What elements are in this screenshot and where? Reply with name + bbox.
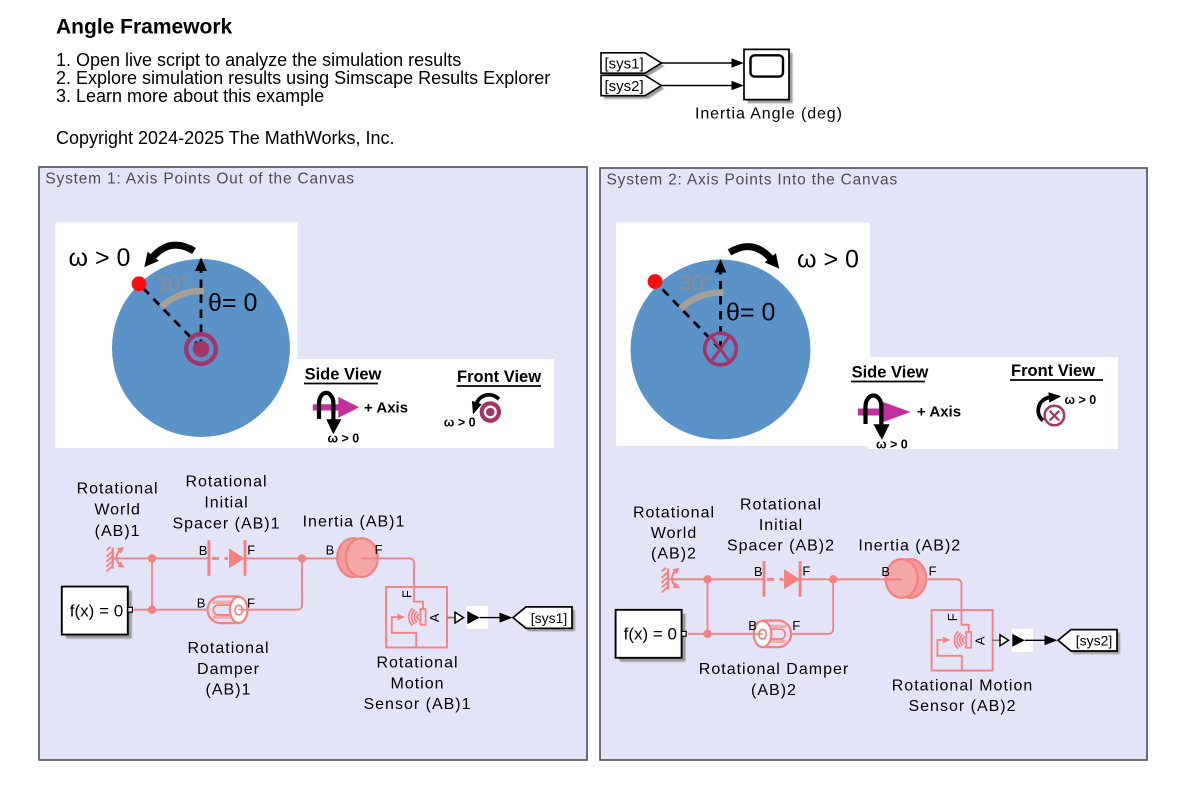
svg-text:B: B bbox=[748, 618, 757, 633]
svg-text:[sys2]: [sys2] bbox=[605, 78, 644, 95]
svg-text:2. Explore simulation results: 2. Explore simulation results using Sims… bbox=[56, 68, 550, 88]
svg-text:(AB)1: (AB)1 bbox=[206, 682, 252, 699]
svg-text:B: B bbox=[326, 542, 335, 557]
svg-text:Front View: Front View bbox=[1011, 362, 1095, 380]
svg-text:F: F bbox=[945, 613, 960, 621]
svg-text:Spacer (AB)1: Spacer (AB)1 bbox=[172, 516, 280, 533]
svg-text:f(x) = 0: f(x) = 0 bbox=[624, 625, 677, 644]
svg-text:Motion: Motion bbox=[390, 675, 444, 692]
svg-text:A: A bbox=[972, 636, 987, 645]
svg-text:F: F bbox=[247, 542, 255, 557]
svg-text:f(x) = 0: f(x) = 0 bbox=[70, 601, 123, 620]
svg-text:F: F bbox=[247, 595, 255, 610]
svg-text:B: B bbox=[754, 564, 763, 579]
svg-text:Initial: Initial bbox=[204, 495, 248, 512]
svg-text:World: World bbox=[94, 502, 141, 519]
svg-text:ω > 0: ω > 0 bbox=[444, 416, 476, 430]
svg-text:B: B bbox=[197, 596, 206, 611]
svg-text:System 2: Axis Points Into the: System 2: Axis Points Into the Canvas bbox=[607, 171, 899, 188]
svg-text:F: F bbox=[375, 542, 383, 557]
svg-text:Front View: Front View bbox=[457, 368, 541, 386]
svg-text:+ Axis: + Axis bbox=[917, 404, 961, 421]
svg-text:Side View: Side View bbox=[305, 366, 382, 384]
svg-text:(AB)2: (AB)2 bbox=[651, 545, 697, 562]
svg-text:Rotational: Rotational bbox=[740, 496, 822, 513]
svg-text:F: F bbox=[792, 618, 800, 633]
svg-text:30°: 30° bbox=[680, 271, 713, 296]
svg-text:Side View: Side View bbox=[852, 364, 929, 382]
svg-text:Rotational: Rotational bbox=[633, 504, 715, 521]
svg-text:3. Learn more about this examp: 3. Learn more about this example bbox=[56, 86, 324, 106]
svg-text:Rotational Motion: Rotational Motion bbox=[892, 677, 1034, 694]
svg-text:F: F bbox=[929, 564, 937, 579]
svg-text:ω > 0: ω > 0 bbox=[328, 432, 360, 446]
svg-text:Spacer (AB)2: Spacer (AB)2 bbox=[727, 538, 835, 555]
svg-text:1. Open live script to analyze: 1. Open live script to analyze the simul… bbox=[56, 50, 461, 70]
svg-text:Inertia Angle (deg): Inertia Angle (deg) bbox=[695, 105, 843, 122]
svg-text:(AB)1: (AB)1 bbox=[95, 523, 141, 540]
svg-text:+ Axis: + Axis bbox=[364, 400, 408, 417]
svg-text:Angle Framework: Angle Framework bbox=[56, 16, 233, 39]
svg-text:B: B bbox=[199, 543, 208, 558]
svg-text:B: B bbox=[881, 564, 890, 579]
svg-text:A: A bbox=[427, 613, 442, 622]
svg-text:Sensor (AB)1: Sensor (AB)1 bbox=[363, 696, 471, 713]
svg-text:F: F bbox=[399, 590, 414, 598]
svg-text:Rotational: Rotational bbox=[77, 480, 159, 497]
svg-text:ω > 0: ω > 0 bbox=[69, 244, 131, 272]
svg-text:Inertia (AB)2: Inertia (AB)2 bbox=[858, 538, 961, 555]
svg-text:Inertia (AB)1: Inertia (AB)1 bbox=[303, 514, 406, 531]
svg-text:θ= 0: θ= 0 bbox=[726, 299, 775, 327]
svg-text:θ= 0: θ= 0 bbox=[208, 289, 257, 317]
svg-text:Copyright 2024-2025 The MathWo: Copyright 2024-2025 The MathWorks, Inc. bbox=[56, 128, 395, 148]
svg-text:[sys1]: [sys1] bbox=[605, 55, 644, 72]
svg-text:Rotational: Rotational bbox=[187, 640, 269, 657]
svg-text:ω > 0: ω > 0 bbox=[1065, 393, 1097, 407]
svg-text:30°: 30° bbox=[156, 271, 189, 296]
svg-text:Rotational Damper: Rotational Damper bbox=[699, 661, 849, 678]
svg-text:F: F bbox=[802, 563, 810, 578]
svg-text:ω > 0: ω > 0 bbox=[797, 246, 859, 274]
svg-text:[sys1]: [sys1] bbox=[531, 610, 568, 626]
svg-text:(AB)2: (AB)2 bbox=[751, 682, 797, 699]
svg-text:World: World bbox=[651, 525, 698, 542]
svg-text:ω > 0: ω > 0 bbox=[876, 438, 908, 452]
svg-text:[sys2]: [sys2] bbox=[1076, 633, 1113, 649]
svg-text:System 1: Axis Points Out of t: System 1: Axis Points Out of the Canvas bbox=[45, 171, 354, 188]
svg-text:Rotational: Rotational bbox=[185, 474, 267, 491]
svg-text:Initial: Initial bbox=[759, 517, 803, 534]
svg-text:Sensor (AB)2: Sensor (AB)2 bbox=[908, 698, 1016, 715]
svg-text:Rotational: Rotational bbox=[376, 655, 458, 672]
svg-text:Damper: Damper bbox=[197, 661, 260, 678]
